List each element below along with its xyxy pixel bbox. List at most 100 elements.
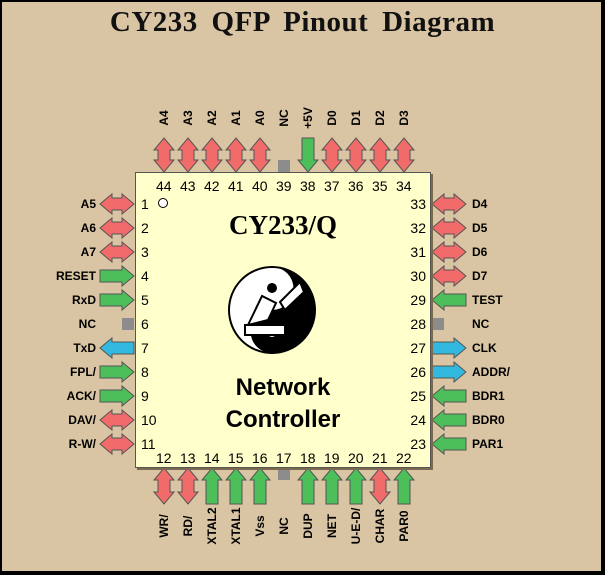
pin-29-test-arrow xyxy=(431,288,467,312)
pin-24-bdr0-arrow xyxy=(431,408,467,432)
pin-4-reset-number: 4 xyxy=(141,268,149,284)
pin-26-addr-label: ADDR/ xyxy=(472,365,510,379)
pin-24-bdr0-number: 24 xyxy=(410,412,426,428)
pin-20-u-e-d-label: U-E-D/ xyxy=(349,507,363,545)
pin-39-nc-nc-marker xyxy=(278,160,290,172)
pin-27-clk-label: CLK xyxy=(472,341,497,355)
pin-7-txd-arrow xyxy=(99,336,135,360)
pin-23-par1-arrow xyxy=(431,432,467,456)
page-title: CY233 QFP Pinout Diagram xyxy=(109,6,496,38)
pin-21-char-number: 21 xyxy=(372,450,388,466)
pin-31-d6-label: D6 xyxy=(472,245,488,259)
pin-27-clk-arrow xyxy=(431,336,467,360)
pin-28-nc-number: 28 xyxy=(410,316,426,332)
pin-2-a6-label: A6 xyxy=(80,221,96,235)
chip-function-line1: Network xyxy=(235,374,331,401)
pin-3-a7-number: 3 xyxy=(141,244,149,260)
pin-33-d4-number: 33 xyxy=(410,196,426,212)
pin-34-d3-label: D3 xyxy=(397,110,411,126)
pin-26-addr-arrow xyxy=(431,360,467,384)
pin-11-r-w-label: R-W/ xyxy=(68,437,96,451)
pin-28-nc-label: NC xyxy=(472,317,490,331)
pin-36-d1-label: D1 xyxy=(349,110,363,126)
pin-17-nc-number: 17 xyxy=(276,450,292,466)
chip-name: CY233/Q xyxy=(229,210,337,240)
pin-20-u-e-d-arrow xyxy=(344,467,368,505)
pin-9-ack-number: 9 xyxy=(141,388,149,404)
pin-43-a3-label: A3 xyxy=(181,110,195,126)
pin-23-par1-label: PAR1 xyxy=(472,437,504,451)
pin-34-d3-number: 34 xyxy=(396,178,412,194)
pin-37-d0-number: 37 xyxy=(324,178,340,194)
pin-35-d2-label: D2 xyxy=(373,110,387,126)
pin-13-rd-number: 13 xyxy=(180,450,196,466)
pin-19-net-arrow xyxy=(320,467,344,505)
pin-35-d2-number: 35 xyxy=(372,178,388,194)
pin-18-dup-arrow xyxy=(296,467,320,505)
pin-14-xtal2-label: XTAL2 xyxy=(205,507,219,545)
pin-18-dup-label: DUP xyxy=(301,513,315,539)
pin-25-bdr1-label: BDR1 xyxy=(472,389,505,403)
pin-12-wr-label: WR/ xyxy=(157,514,171,538)
pin-32-d5-number: 32 xyxy=(410,220,426,236)
pin-16-vss-number: 16 xyxy=(252,450,268,466)
pin-22-par0-arrow xyxy=(392,467,416,505)
pin-32-d5-label: D5 xyxy=(472,221,488,235)
pin-7-txd-number: 7 xyxy=(141,340,149,356)
pin-26-addr-number: 26 xyxy=(410,364,426,380)
pin-28-nc-nc-marker xyxy=(432,318,444,330)
pin-39-nc-label: NC xyxy=(277,109,291,127)
pin-2-a6-number: 2 xyxy=(141,220,149,236)
pin-37-d0-label: D0 xyxy=(325,110,339,126)
pin-32-d5-arrow xyxy=(431,216,467,240)
pin-11-r-w-arrow xyxy=(99,432,135,456)
pin-38-5v-number: 38 xyxy=(300,178,316,194)
pin-38-5v-arrow xyxy=(296,137,320,173)
pin-20-u-e-d-number: 20 xyxy=(348,450,364,466)
pin-13-rd-arrow xyxy=(176,467,200,505)
pin-15-xtal1-label: XTAL1 xyxy=(229,507,243,545)
pin1-marker xyxy=(158,198,168,208)
pin-21-char-arrow xyxy=(368,467,392,505)
pin-6-nc-nc-marker xyxy=(122,318,134,330)
pin-29-test-label: TEST xyxy=(472,293,503,307)
pin-22-par0-number: 22 xyxy=(396,450,412,466)
pin-33-d4-arrow xyxy=(431,192,467,216)
pin-18-dup-number: 18 xyxy=(300,450,316,466)
pin-5-rxd-number: 5 xyxy=(141,292,149,308)
pin-8-fpl-number: 8 xyxy=(141,364,149,380)
pin-12-wr-arrow xyxy=(152,467,176,505)
pin-10-dav-number: 10 xyxy=(141,412,157,428)
pin-40-a0-label: A0 xyxy=(253,110,267,126)
pin-6-nc-label: NC xyxy=(78,317,96,331)
pin-24-bdr0-label: BDR0 xyxy=(472,413,505,427)
pin-7-txd-label: TxD xyxy=(73,341,96,355)
pin-16-vss-arrow xyxy=(248,467,272,505)
pin-1-a5-number: 1 xyxy=(141,196,149,212)
pin-3-a7-arrow xyxy=(99,240,135,264)
pin-13-rd-label: RD/ xyxy=(181,515,195,537)
pin-43-a3-number: 43 xyxy=(180,178,196,194)
pin-40-a0-number: 40 xyxy=(252,178,268,194)
pin-11-r-w-number: 11 xyxy=(141,436,156,452)
pin-25-bdr1-number: 25 xyxy=(410,388,426,404)
pin-41-a1-label: A1 xyxy=(229,110,243,126)
pin-19-net-number: 19 xyxy=(324,450,340,466)
pin-17-nc-label: NC xyxy=(277,517,291,535)
pin-4-reset-label: RESET xyxy=(55,269,96,283)
pin-14-xtal2-arrow xyxy=(200,467,224,505)
pin-33-d4-label: D4 xyxy=(472,197,488,211)
pin-15-xtal1-number: 15 xyxy=(228,450,244,466)
pin-44-a4-number: 44 xyxy=(156,178,172,194)
pin-30-d7-number: 30 xyxy=(410,268,426,284)
pin-1-a5-arrow xyxy=(99,192,135,216)
pin-19-net-label: NET xyxy=(325,514,339,538)
pin-1-a5-label: A5 xyxy=(80,197,96,211)
pin-42-a2-label: A2 xyxy=(205,110,219,126)
pin-25-bdr1-arrow xyxy=(431,384,467,408)
pin-8-fpl-arrow xyxy=(99,360,135,384)
pin-10-dav-label: DAV/ xyxy=(68,413,96,427)
pin-39-nc-number: 39 xyxy=(276,178,292,194)
pin-14-xtal2-number: 14 xyxy=(204,450,220,466)
pin-30-d7-label: D7 xyxy=(472,269,488,283)
